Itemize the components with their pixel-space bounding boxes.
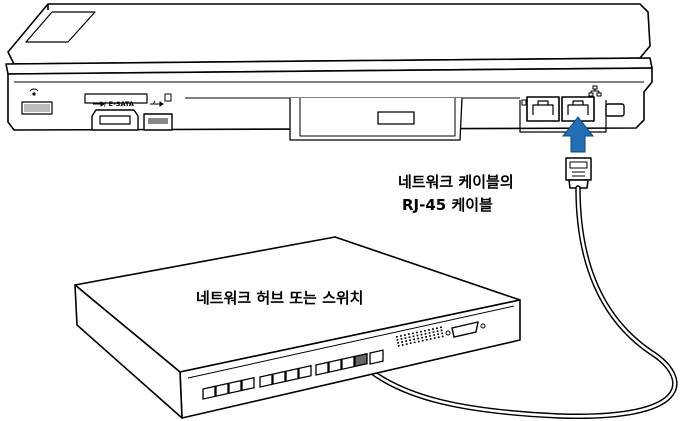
esata-port-label: / E-SATA bbox=[104, 100, 134, 108]
cable-label-line2: RJ-45 케이블 bbox=[402, 196, 493, 214]
hub-led bbox=[416, 334, 419, 337]
hub-led bbox=[412, 335, 415, 338]
hub-led bbox=[441, 335, 444, 338]
hub-led bbox=[424, 332, 427, 335]
arrow-up-icon bbox=[561, 116, 595, 153]
hub-led bbox=[405, 340, 407, 342]
hub-led bbox=[396, 339, 399, 341]
hub-led bbox=[404, 334, 406, 336]
cable-label-line1: 네트워크 케이블의 bbox=[398, 173, 514, 191]
hub-led bbox=[404, 337, 407, 339]
hub-led bbox=[405, 343, 408, 345]
hub-led bbox=[397, 345, 400, 347]
hub-led bbox=[421, 339, 424, 342]
hub-led bbox=[432, 331, 435, 333]
hub-led bbox=[420, 333, 423, 336]
rj45-plug bbox=[565, 157, 592, 189]
hub-led bbox=[440, 329, 443, 332]
hub-ports bbox=[202, 321, 486, 400]
hub-led bbox=[408, 336, 411, 339]
hub-led bbox=[433, 334, 435, 336]
hub-led bbox=[429, 335, 431, 337]
hub-led bbox=[425, 338, 428, 341]
hub-led bbox=[433, 337, 436, 339]
hub-led bbox=[416, 331, 418, 334]
hub-leds bbox=[396, 326, 444, 347]
hub-led bbox=[408, 333, 410, 336]
hub-led bbox=[437, 336, 440, 338]
hub-led bbox=[417, 340, 420, 343]
hub-led bbox=[420, 330, 422, 333]
hub-led bbox=[400, 335, 402, 337]
hub-led bbox=[429, 338, 432, 340]
hub-led bbox=[428, 329, 430, 331]
hub-led bbox=[401, 344, 404, 346]
usb-icon bbox=[93, 101, 105, 107]
hub-led bbox=[409, 339, 411, 342]
hub-label: 네트워크 허브 또는 스위치 bbox=[196, 289, 363, 307]
hub-led bbox=[436, 327, 438, 329]
phone-icon bbox=[521, 99, 527, 106]
wireless-icon bbox=[29, 88, 39, 96]
network-icon bbox=[588, 85, 602, 97]
hub-led bbox=[417, 337, 419, 340]
hub-led bbox=[425, 335, 427, 338]
hub-led bbox=[441, 332, 443, 335]
hub-led bbox=[409, 342, 412, 345]
laptop bbox=[5, 3, 653, 141]
hub-led bbox=[413, 338, 415, 341]
hub-led bbox=[436, 330, 439, 332]
hub-led bbox=[396, 336, 398, 338]
hub-led bbox=[413, 341, 416, 344]
hub-led bbox=[440, 326, 442, 329]
hub-led bbox=[401, 341, 403, 343]
hub-led bbox=[437, 333, 439, 335]
card-slot-icon bbox=[164, 93, 172, 102]
hub-led bbox=[412, 332, 414, 335]
usb-icon bbox=[150, 100, 164, 107]
hub-led bbox=[421, 336, 423, 339]
hub-led bbox=[432, 328, 434, 330]
hub-led bbox=[400, 338, 403, 340]
hub-led bbox=[424, 329, 426, 332]
hub-led bbox=[397, 342, 399, 344]
hub-led bbox=[428, 332, 431, 334]
